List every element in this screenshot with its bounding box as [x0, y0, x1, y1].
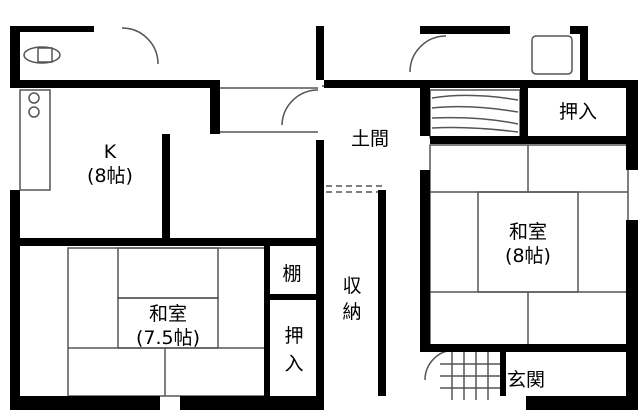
tatami-left-inner — [117, 247, 219, 299]
stove-burner — [28, 92, 40, 104]
room-name-oshiire-left-1: 押 — [284, 325, 303, 347]
room-name-shuno-1: 収 — [342, 275, 361, 297]
stove-burner — [28, 106, 40, 118]
wall — [520, 86, 528, 142]
room-name-washitsu-right: 和室 — [509, 221, 547, 243]
room-name-tana: 棚 — [282, 263, 301, 285]
door-swing — [281, 89, 319, 126]
room-labels: K (8帖) 和室 (7.5帖) 和室 (8帖) 土間 収 納 押入 押 入 棚… — [87, 101, 597, 391]
room-size-kitchen: (8帖) — [87, 165, 133, 187]
room-name-genkan: 玄関 — [507, 369, 545, 391]
wall — [580, 26, 588, 84]
wall — [626, 80, 638, 170]
wall — [180, 396, 320, 410]
kitchen-counter — [19, 89, 51, 191]
wall — [430, 136, 630, 144]
room-name-shuno-2: 納 — [342, 301, 361, 323]
wall — [10, 26, 94, 32]
door-swing — [121, 27, 159, 65]
door-swing — [409, 35, 447, 73]
wall — [10, 190, 20, 410]
room-name-kitchen: K — [104, 141, 117, 163]
wall — [570, 26, 584, 34]
wall — [10, 396, 160, 410]
wall — [500, 352, 506, 396]
wall — [626, 220, 638, 410]
room-name-washitsu-left: 和室 — [149, 303, 187, 325]
wall — [316, 26, 324, 80]
room-size-washitsu-left: (7.5帖) — [136, 327, 200, 349]
wall — [10, 26, 20, 86]
wall — [420, 344, 636, 352]
toilet-bowl — [23, 46, 61, 64]
wall — [264, 294, 320, 300]
room-size-washitsu-right: (8帖) — [505, 245, 551, 267]
wood-grain — [431, 94, 519, 133]
wall — [210, 80, 220, 134]
room-name-oshiire-left-2: 入 — [284, 353, 303, 375]
wall — [20, 238, 320, 246]
genkan-tiles — [440, 352, 500, 400]
wall — [420, 80, 430, 136]
wall — [316, 140, 324, 410]
wall — [324, 80, 630, 88]
wall — [264, 246, 270, 396]
walls — [10, 26, 638, 410]
wall — [10, 80, 220, 88]
wall — [420, 170, 430, 346]
room-name-doma: 土間 — [351, 128, 389, 150]
room-name-oshiire-top: 押入 — [559, 101, 597, 123]
wall — [378, 190, 386, 396]
wall — [526, 396, 638, 410]
wall — [420, 26, 510, 34]
wall — [162, 134, 170, 246]
toilet-tank — [37, 47, 53, 63]
bath-tub — [531, 35, 573, 75]
